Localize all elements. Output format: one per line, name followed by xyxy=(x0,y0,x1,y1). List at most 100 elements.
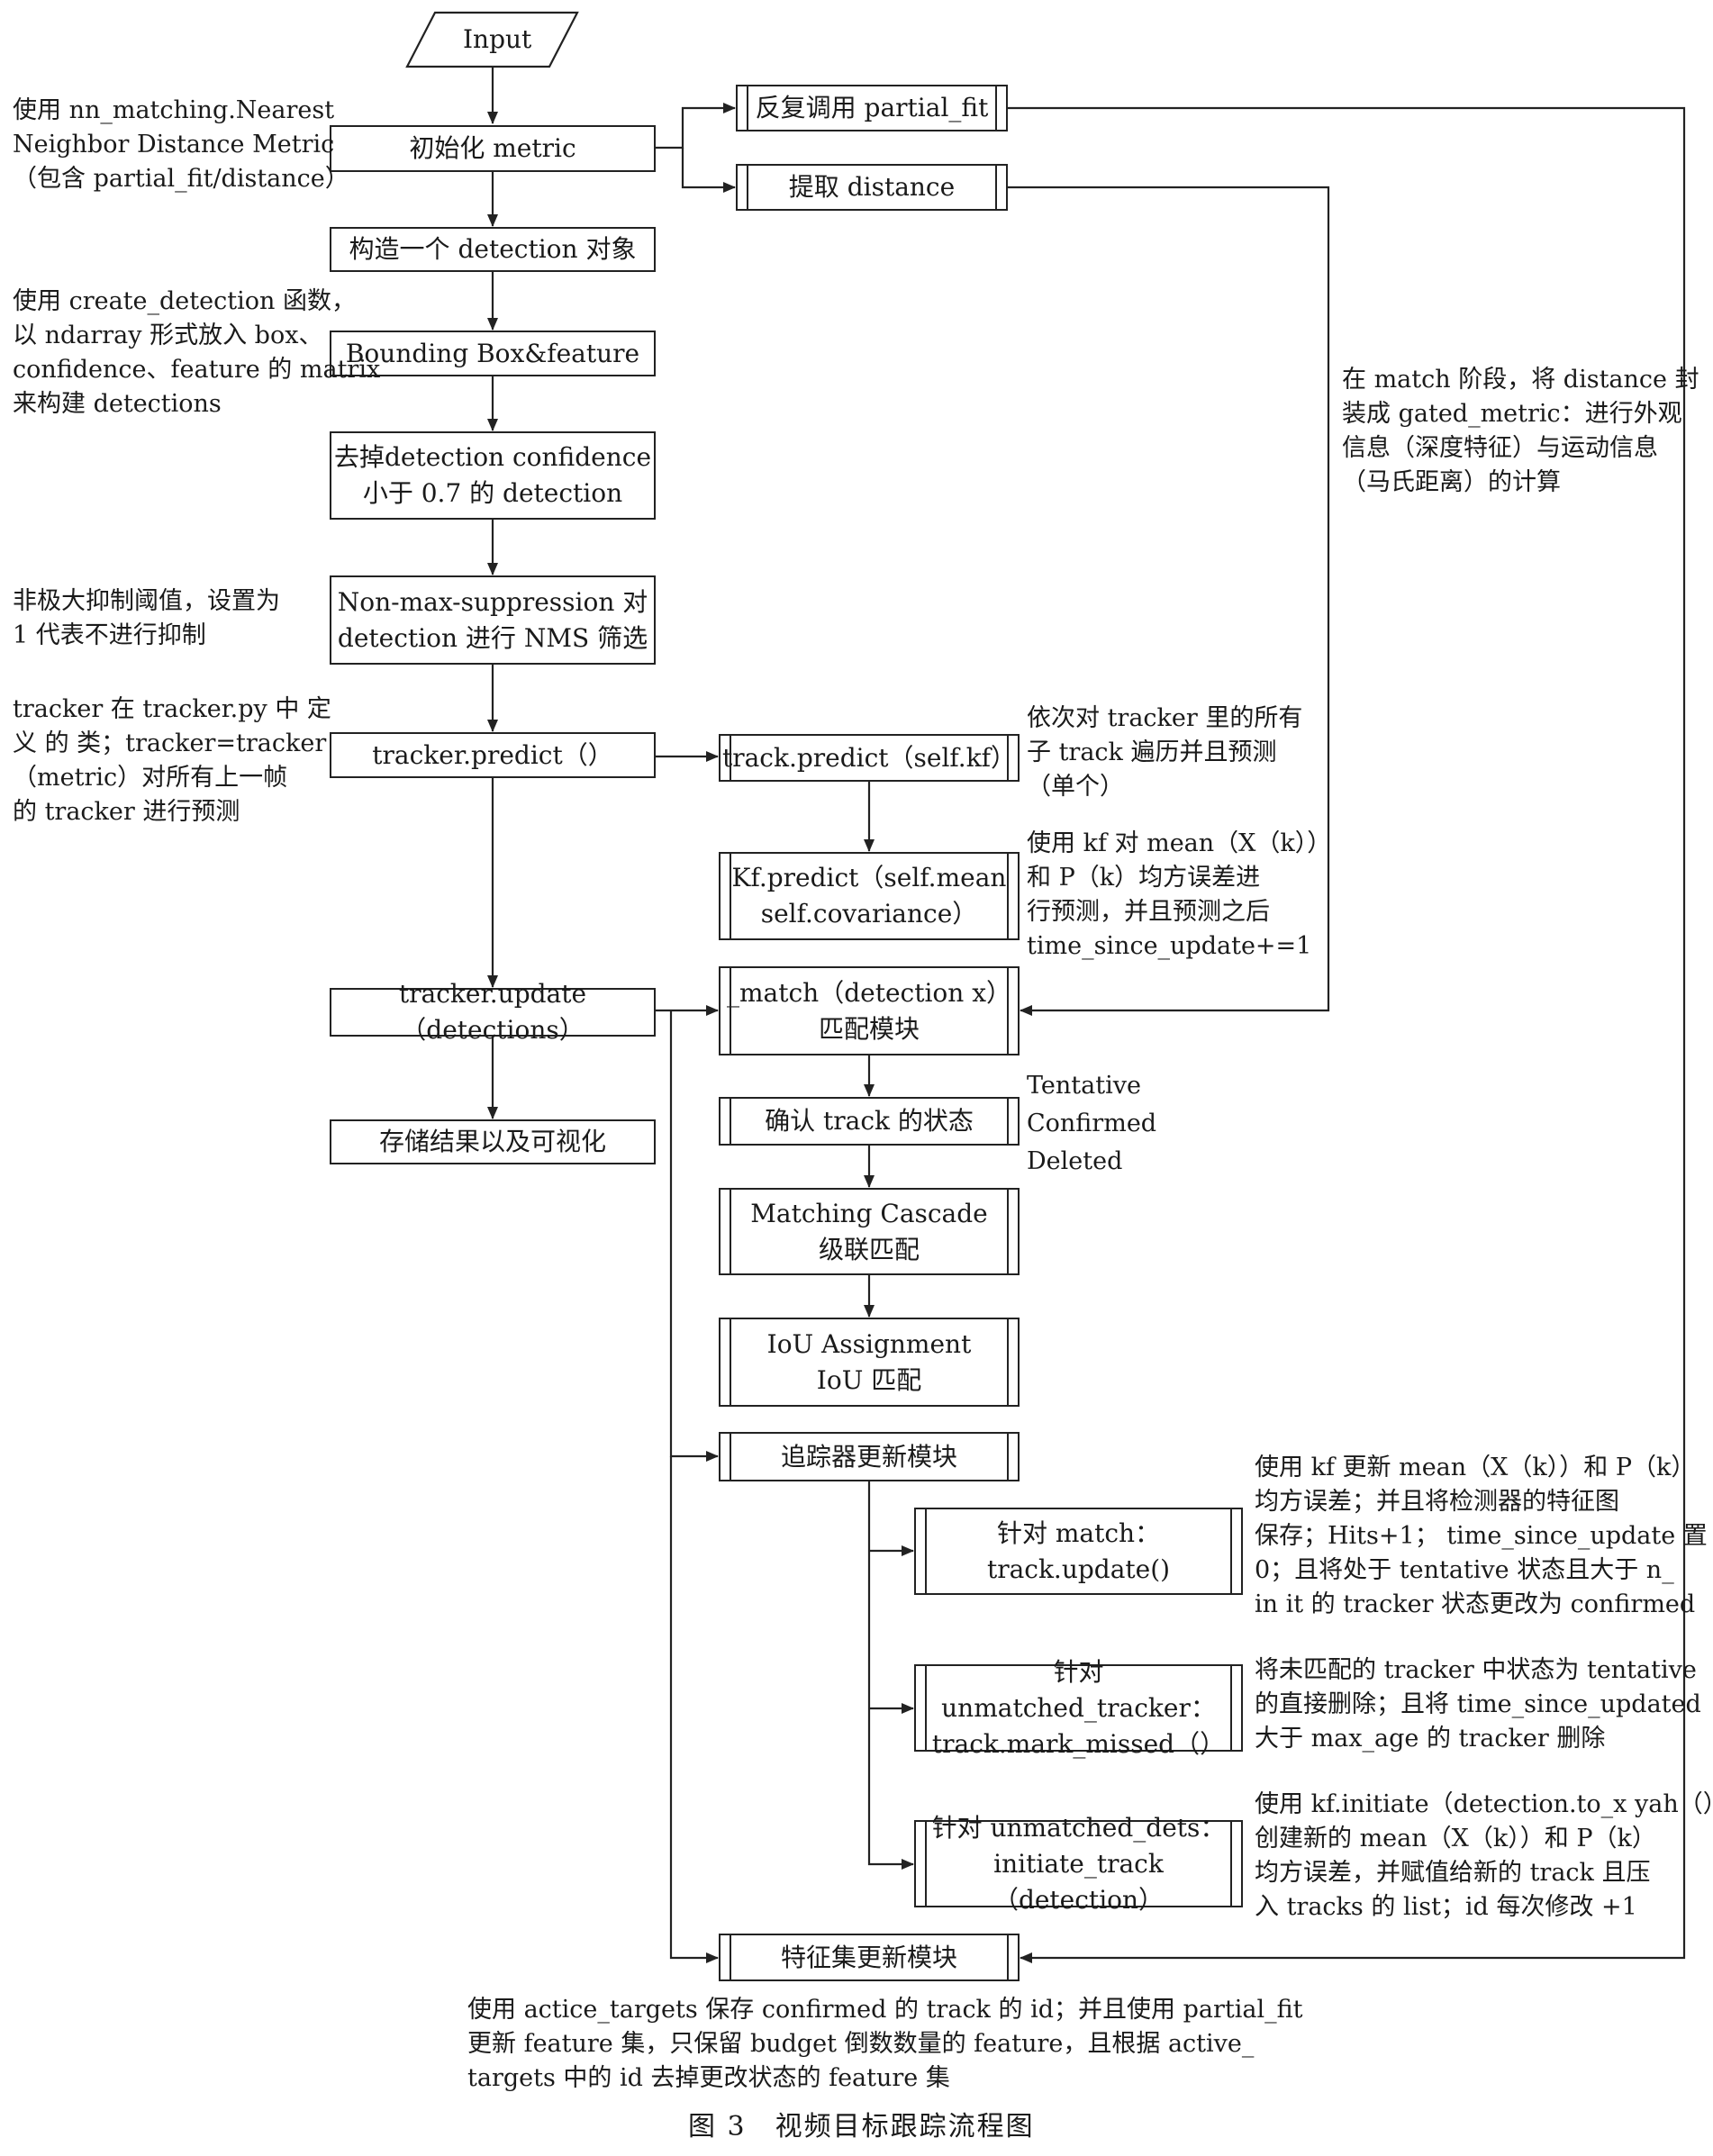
note-metric-line-1: 使用 nn_matching.Nearest xyxy=(13,96,335,124)
note-create-detection-line-3: confidence、feature 的 matrix xyxy=(13,356,381,384)
tracker-update-box: tracker.update（detections） xyxy=(330,979,656,1045)
note-initiate-line-3: 均方误差，并赋值给新的 track 且压 xyxy=(1255,1859,1651,1887)
init-metric-box: 初始化 metric xyxy=(330,125,656,172)
note-kf-usage-line-1: 使用 kf 对 mean（X（k）） xyxy=(1027,829,1332,857)
arrow-distance-to-match xyxy=(1008,186,1330,1016)
iou-assignment-line-1: IoU Assignment xyxy=(766,1328,972,1359)
note-delete-unmatched-line-3: 大于 max_age 的 tracker 删除 xyxy=(1255,1725,1606,1753)
construct-detection-label: 构造一个 detection 对象 xyxy=(349,234,637,264)
note-create-detection-line-2: 以 ndarray 形式放入 box、 xyxy=(13,322,323,349)
init-metric-label: 初始化 metric xyxy=(409,133,576,163)
match-line-2: 匹配模块 xyxy=(818,1013,920,1044)
note-track-traverse-line-1: 依次对 tracker 里的所有 xyxy=(1027,704,1303,732)
note-kf-usage-line-3: 行预测，并且预测之后 xyxy=(1027,898,1270,926)
note-delete-unmatched-line-1: 将未匹配的 tracker 中状态为 tentative xyxy=(1255,1656,1697,1684)
note-create-detection-line-1: 使用 create_detection 函数， xyxy=(13,287,356,315)
note-kf-update-line-5: in it 的 tracker 状态更改为 confirmed xyxy=(1255,1590,1696,1618)
arrow-init-to-distance xyxy=(681,148,736,193)
note-gated-metric-line-3: 信息（深度特征）与运动信息 xyxy=(1342,434,1658,462)
for-match-line-1: 针对 match： xyxy=(996,1517,1161,1548)
confirm-state-label: 确认 track 的状态 xyxy=(765,1106,974,1136)
remove-low-confidence-box: 去掉detection confidence 小于 0.7 的 detectio… xyxy=(330,431,656,520)
note-tracker-class-line-3: （metric）对所有上一帧 xyxy=(13,764,288,792)
note-kf-update-line-3: 保存；Hits+1； time_since_update 置 xyxy=(1255,1522,1708,1550)
match-box: _match（detection x） 匹配模块 xyxy=(719,966,1020,1055)
note-initiate-line-1: 使用 kf.initiate（detection.to_x yah（） xyxy=(1255,1790,1713,1818)
note-state-deleted: Deleted xyxy=(1027,1147,1123,1175)
note-kf-update: 使用 kf 更新 mean（X（k））和 P（k） 均方误差；并且将检测器的特征… xyxy=(1255,1451,1708,1622)
for-match-box: 针对 match： track.update() xyxy=(914,1508,1243,1595)
tracker-update-label: tracker.update（detections） xyxy=(398,979,587,1045)
tracker-update-module-label: 追踪器更新模块 xyxy=(780,1441,957,1472)
note-nms-threshold: 非极大抑制阈值，设置为 1 代表不进行抑制 xyxy=(13,584,280,653)
note-initiate-line-2: 创建新的 mean（X（k））和 P（k） xyxy=(1255,1825,1656,1853)
remove-low-confidence-line-2: 小于 0.7 的 detection xyxy=(362,478,623,508)
note-feature-set-line-2: 更新 feature 集，只保留 budget 倒数数量的 feature，且根… xyxy=(467,2030,1255,2058)
note-create-detection-line-4: 来构建 detections xyxy=(13,390,222,418)
nms-line-2: detection 进行 NMS 筛选 xyxy=(337,622,648,653)
repeat-partial-fit-label: 反复调用 partial_fit xyxy=(755,93,989,122)
kf-predict-box: Kf.predict（self.mean self.covariance） xyxy=(719,852,1020,940)
arrow-update-to-tracker-module xyxy=(669,1010,719,1462)
note-kf-update-line-1: 使用 kf 更新 mean（X（k））和 P（k） xyxy=(1255,1454,1696,1481)
iou-assignment-box: IoU Assignment IoU 匹配 xyxy=(719,1318,1020,1407)
kf-predict-line-1: Kf.predict（self.mean xyxy=(731,863,1007,892)
for-match-line-2: track.update() xyxy=(986,1554,1171,1584)
note-tracker-class-line-4: 的 tracker 进行预测 xyxy=(13,798,240,826)
iou-assignment-line-2: IoU 匹配 xyxy=(816,1364,922,1395)
note-kf-update-line-4: 0；且将处于 tentative 状态且大于 n_ xyxy=(1255,1556,1674,1584)
note-gated-metric-line-2: 装成 gated_metric：进行外观 xyxy=(1342,400,1682,428)
extract-distance-box: 提取 distance xyxy=(736,164,1008,211)
for-unmatched-dets-box: 针对 unmatched_dets： initiate_track（detect… xyxy=(914,1813,1243,1915)
match-line-1: _match（detection x） xyxy=(727,977,1011,1008)
bbox-feature-label: Bounding Box&feature xyxy=(345,338,640,368)
note-gated-metric-line-1: 在 match 阶段，将 distance 封 xyxy=(1342,366,1699,394)
note-feature-set-line-1: 使用 actice_targets 保存 confirmed 的 track 的… xyxy=(467,1996,1303,2024)
nms-line-1: Non-max-suppression 对 xyxy=(337,586,648,617)
note-track-traverse-line-2: 子 track 遍历并且预测 xyxy=(1027,738,1277,766)
tracker-update-module-box: 追踪器更新模块 xyxy=(719,1432,1020,1481)
matching-cascade-box: Matching Cascade 级联匹配 xyxy=(719,1188,1020,1275)
arrow-module-to-for-match xyxy=(867,1481,914,1870)
note-states: Tentative Confirmed Deleted xyxy=(1027,1067,1156,1181)
note-delete-unmatched-line-2: 的直接删除；且将 time_since_updated xyxy=(1255,1690,1701,1718)
note-nms-threshold-line-1: 非极大抑制阈值，设置为 xyxy=(13,587,280,615)
note-metric: 使用 nn_matching.Nearest Neighbor Distance… xyxy=(13,94,349,196)
track-predict-box: track.predict（self.kf） xyxy=(719,734,1020,782)
matching-cascade-line-1: Matching Cascade xyxy=(750,1198,988,1228)
note-tracker-class-line-2: 义 的 类；tracker=tracker xyxy=(13,729,327,757)
note-delete-unmatched: 将未匹配的 tracker 中状态为 tentative 的直接删除；且将 ti… xyxy=(1255,1653,1701,1756)
arrow-update-to-feature-module xyxy=(669,1456,719,1963)
store-results-label: 存储结果以及可视化 xyxy=(378,1127,606,1156)
feature-update-module-label: 特征集更新模块 xyxy=(780,1942,957,1972)
note-kf-update-line-2: 均方误差；并且将检测器的特征图 xyxy=(1255,1488,1619,1516)
kf-predict-line-2: self.covariance） xyxy=(760,899,978,929)
construct-detection-box: 构造一个 detection 对象 xyxy=(330,227,656,272)
tracker-predict-box: tracker.predict（） xyxy=(330,732,656,778)
note-kf-usage: 使用 kf 对 mean（X（k）） 和 P（k）均方误差进 行预测，并且预测之… xyxy=(1027,827,1331,964)
extract-distance-label: 提取 distance xyxy=(788,172,956,202)
note-initiate: 使用 kf.initiate（detection.to_x yah（） 创建新的… xyxy=(1255,1788,1713,1925)
note-kf-usage-line-2: 和 P（k）均方误差进 xyxy=(1027,864,1261,892)
note-gated-metric: 在 match 阶段，将 distance 封 装成 gated_metric：… xyxy=(1342,363,1699,500)
track-predict-label: track.predict（self.kf） xyxy=(721,742,1017,773)
note-tracker-class: tracker 在 tracker.py 中 定 义 的 类；tracker=t… xyxy=(13,693,331,829)
note-tracker-class-line-1: tracker 在 tracker.py 中 定 xyxy=(13,695,331,723)
figure-caption: 图 3 视频目标跟踪流程图 xyxy=(688,2111,1035,2142)
for-unmatched-dets-line-1: 针对 unmatched_dets： xyxy=(931,1812,1226,1843)
for-unmatched-tracker-line-2: track.mark_missed（） xyxy=(931,1728,1226,1759)
note-nms-threshold-line-2: 1 代表不进行抑制 xyxy=(13,621,206,649)
for-unmatched-tracker-box: 针对 unmatched_tracker： track.mark_missed（… xyxy=(914,1657,1243,1759)
note-feature-set: 使用 actice_targets 保存 confirmed 的 track 的… xyxy=(467,1993,1302,2096)
note-metric-line-2: Neighbor Distance Metric xyxy=(13,131,335,159)
note-kf-usage-line-4: time_since_update+=1 xyxy=(1027,932,1312,960)
note-track-traverse-line-3: （单个） xyxy=(1027,773,1124,801)
input-shape xyxy=(405,11,579,68)
note-state-confirmed: Confirmed xyxy=(1027,1110,1157,1137)
bbox-feature-box: Bounding Box&feature xyxy=(330,331,656,376)
confirm-state-box: 确认 track 的状态 xyxy=(719,1097,1020,1146)
note-feature-set-line-3: targets 中的 id 去掉更改状态的 feature 集 xyxy=(467,2064,950,2092)
nms-box: Non-max-suppression 对 detection 进行 NMS 筛… xyxy=(330,575,656,665)
note-create-detection: 使用 create_detection 函数， 以 ndarray 形式放入 b… xyxy=(13,285,380,421)
